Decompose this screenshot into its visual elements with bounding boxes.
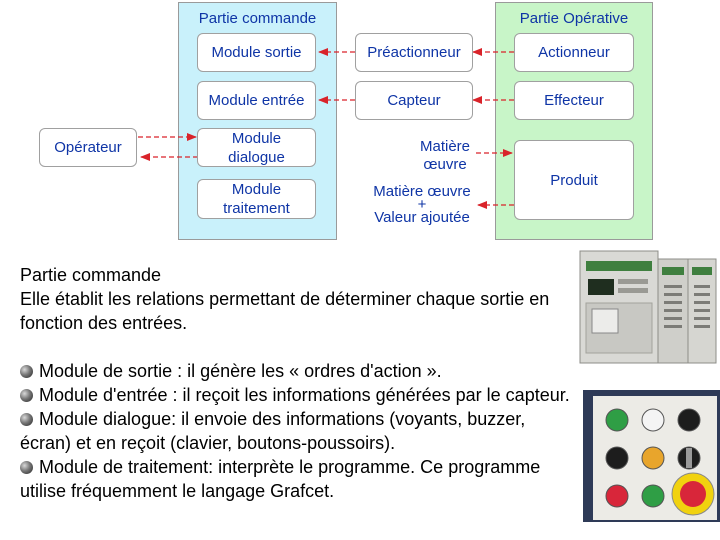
list-item-text: Module de sortie : il génère les « ordre… <box>39 361 442 381</box>
module-dialogue-box: Module dialogue <box>197 128 316 167</box>
list-item-text: Module d'entrée : il reçoit les informat… <box>39 385 570 405</box>
effecteur-box: Effecteur <box>514 81 634 120</box>
list-item: Module dialogue: il envoie des informati… <box>20 407 570 455</box>
matiere-oeuvre-valeur-label: Matière œuvre + Valeur ajoutée <box>373 183 471 226</box>
module-list: Module de sortie : il génère les « ordre… <box>20 359 570 503</box>
module-entree-box: Module entrée <box>197 81 316 120</box>
module-traitement-box: Module traitement <box>197 179 316 219</box>
module-sortie-box: Module sortie <box>197 33 316 72</box>
preactionneur-box: Préactionneur <box>355 33 473 72</box>
description-block: Partie commande Elle établit les relatio… <box>20 263 560 335</box>
list-item-text: Module dialogue: il envoie des informati… <box>20 409 526 453</box>
operateur-box: Opérateur <box>39 128 137 167</box>
plc-icon <box>572 245 720 375</box>
zone-operative-title: Partie Opérative <box>519 10 629 27</box>
zone-commande-title: Partie commande <box>198 10 317 27</box>
list-item-text: Module de traitement: interprète le prog… <box>20 457 541 501</box>
bullet-icon <box>20 365 33 378</box>
section-intro: Elle établit les relations permettant de… <box>20 289 550 333</box>
matiere-oeuvre-label: Matière œuvre <box>419 138 471 173</box>
bullet-icon <box>20 413 33 426</box>
list-item: Module de traitement: interprète le prog… <box>20 455 570 503</box>
bullet-icon <box>20 461 33 474</box>
list-item: Module de sortie : il génère les « ordre… <box>20 359 570 383</box>
list-item: Module d'entrée : il reçoit les informat… <box>20 383 570 407</box>
actionneur-box: Actionneur <box>514 33 634 72</box>
capteur-box: Capteur <box>355 81 473 120</box>
section-title: Partie commande <box>20 265 162 285</box>
produit-box: Produit <box>514 140 634 220</box>
bullet-icon <box>20 389 33 402</box>
control-panel-icon <box>583 390 720 522</box>
